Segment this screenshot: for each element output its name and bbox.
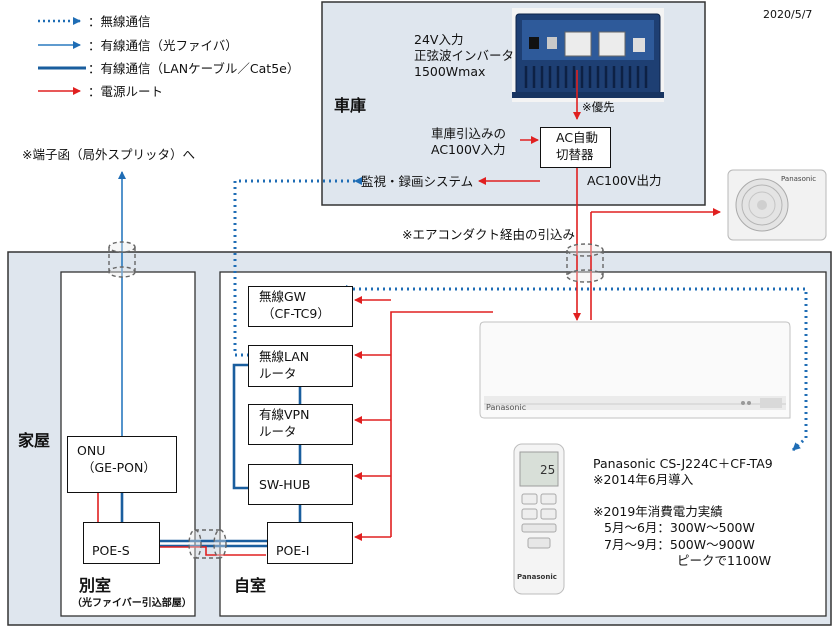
- wireless-gw-label-2: （CF-TC9）: [262, 306, 330, 321]
- legend-lan-label: ：有線通信（LANケーブル／Cat5e）: [88, 61, 300, 76]
- consumption-row-1: 5月～6月：300W～500W: [604, 520, 755, 535]
- intake-label-1: 車庫引込みの: [431, 126, 507, 141]
- aircon-model: Panasonic CS-J224C＋CF-TA9: [593, 456, 773, 471]
- inverter-label-1: 24V入力: [414, 32, 464, 47]
- indoor-unit-brand: Panasonic: [486, 403, 527, 412]
- inverter-label-3: 1500Wmax: [414, 64, 486, 79]
- sw-hub-box: [248, 464, 353, 505]
- remote-brand: Panasonic: [517, 573, 557, 581]
- poe-i-label: POE-I: [276, 543, 310, 558]
- poe-i-box: [267, 522, 353, 564]
- wall-passthroughs: [108, 241, 604, 559]
- legend-power-label: ：電源ルート: [88, 84, 164, 99]
- annex-title: 別室: [79, 576, 112, 595]
- ac-auto-switch-box: [540, 127, 611, 168]
- annex-subtitle: （光ファイバー引込部屋）: [72, 598, 192, 609]
- poe-s-box: [83, 522, 160, 564]
- splitter-note: ※端子函（局外スプリッタ）へ: [22, 147, 195, 162]
- intake-label-2: AC100V入力: [431, 142, 506, 157]
- legend-fiber-label: ：有線通信（光ファイバ）: [88, 38, 238, 53]
- monitor-system-label: 監視・録画システム: [361, 174, 474, 189]
- vpn-router-label-2: ルータ: [259, 424, 297, 439]
- aircon-installed: ※2014年6月導入: [593, 472, 694, 487]
- ac-output-label: AC100V出力: [587, 173, 662, 188]
- remote-display: 25: [540, 463, 556, 477]
- ac-auto-switch-label-1: AC自動: [556, 130, 599, 145]
- sw-hub-label: SW-HUB: [259, 477, 311, 492]
- duct-note: ※エアコンダクト経由の引込み: [402, 227, 575, 242]
- wireless-lan-router-box: [248, 345, 353, 387]
- house-title: 家屋: [18, 431, 51, 450]
- wireless-lan-router-label-1: 無線LAN: [259, 349, 310, 364]
- consumption-row-3: ピークで1100W: [677, 553, 772, 568]
- onu-box: [67, 436, 177, 493]
- vpn-router-label-1: 有線VPN: [259, 407, 310, 422]
- wireless-gw-box: [248, 286, 353, 327]
- remote-image: [513, 443, 565, 595]
- consumption-row-2: 7月～9月：500W～900W: [604, 537, 755, 552]
- inverter-image: [512, 8, 664, 102]
- outdoor-unit-image: [727, 169, 827, 241]
- inverter-label-2: 正弦波インバータ: [414, 48, 515, 63]
- indoor-unit-image: [479, 321, 791, 419]
- date-label: 2020/5/7: [763, 8, 813, 21]
- onu-label-1: ONU: [77, 443, 106, 458]
- vpn-router-box: [248, 404, 353, 445]
- legend-wireless-label: ：無線通信: [88, 14, 151, 29]
- ac-auto-switch-label-2: 切替器: [556, 147, 594, 162]
- wireless-link-monitor: [233, 177, 362, 357]
- poe-s-label: POE-S: [92, 543, 130, 558]
- priority-note: ※優先: [582, 100, 615, 114]
- wireless-lan-router-label-2: ルータ: [259, 366, 297, 381]
- wireless-gw-label-1: 無線GW: [259, 289, 307, 304]
- garage-title: 車庫: [334, 96, 367, 115]
- power-routes: [94, 70, 721, 556]
- onu-label-2: （GE-PON）: [82, 460, 156, 475]
- myroom-title: 自室: [234, 576, 267, 595]
- consumption-title: ※2019年消費電力実績: [593, 504, 723, 519]
- outdoor-unit-brand: Panasonic: [781, 175, 817, 183]
